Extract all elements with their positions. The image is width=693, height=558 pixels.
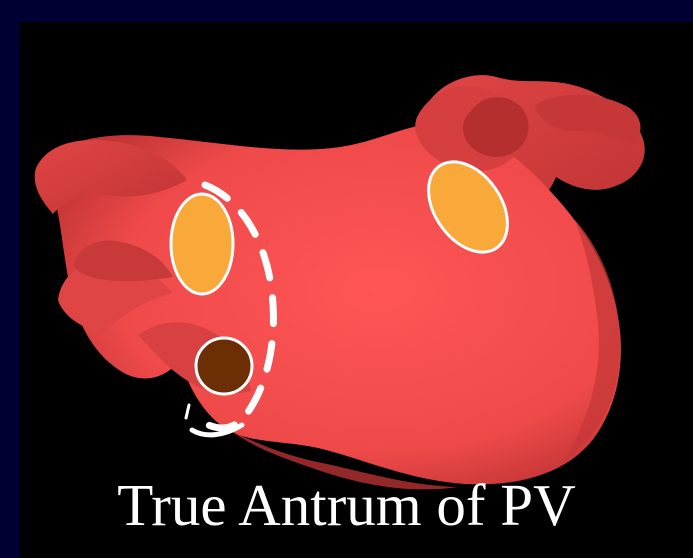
upper-left-orange-marker xyxy=(171,194,233,294)
caption-text: True Antrum of PV xyxy=(0,470,693,540)
lower-left-brown-marker xyxy=(196,338,252,394)
left-atrium-model-icon xyxy=(35,75,645,489)
